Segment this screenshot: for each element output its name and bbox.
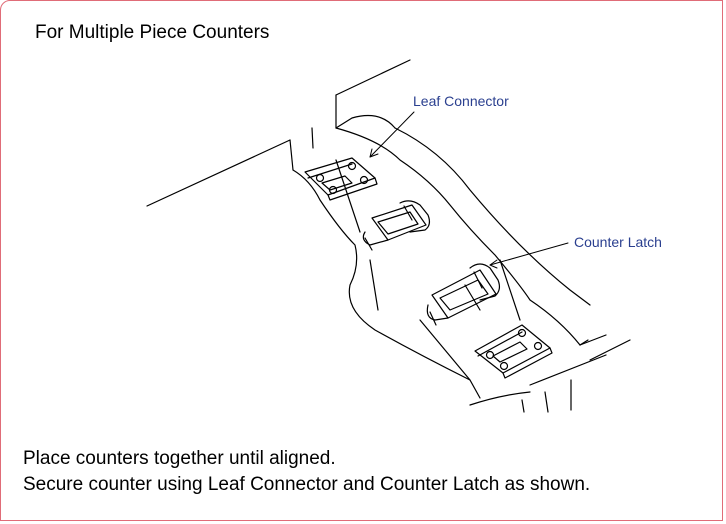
- instruction-line-2: Secure counter using Leaf Connector and …: [23, 474, 591, 495]
- joint-left-edge: [292, 169, 481, 399]
- counter-latch-label: Counter Latch: [574, 234, 662, 250]
- leaf-connector-label: Leaf Connector: [413, 93, 509, 109]
- upper-counter-corner: [335, 94, 396, 129]
- counter-latch-upper: [362, 200, 431, 251]
- counter-assembly-illustration: Leaf Connector Counter Latch: [146, 59, 662, 413]
- joint-crease-1: [335, 159, 361, 233]
- joint-crease-4: [499, 259, 521, 321]
- leaf-connector-top: [304, 157, 378, 201]
- joint-crease-2: [369, 259, 379, 311]
- upper-counter-edge: [335, 59, 411, 96]
- leaf-connector-bottom: [474, 324, 553, 379]
- right-side-edge: [579, 339, 589, 346]
- right-counter-edge: [394, 127, 591, 306]
- joint-crease-3: [419, 319, 471, 381]
- leaf-connector-leader: [369, 111, 415, 158]
- joint-right-edge: [335, 127, 581, 346]
- counter-latch-lower: [426, 263, 501, 326]
- left-counter-seam-2: [311, 127, 314, 149]
- left-counter-seam: [289, 139, 294, 171]
- right-counter-lower: [589, 339, 631, 361]
- right-counter-vert-3: [521, 399, 525, 413]
- left-counter-edge: [146, 139, 291, 207]
- right-counter-bottom: [579, 334, 607, 346]
- instructions: Place counters together until aligned. S…: [23, 446, 590, 498]
- right-counter-vert-2: [544, 391, 549, 413]
- right-counter-tail: [529, 354, 607, 386]
- counter-latch-leader: [489, 242, 569, 269]
- diagram-heading: For Multiple Piece Counters: [35, 22, 270, 43]
- bottom-edge: [469, 391, 531, 406]
- instruction-line-1: Place counters together until aligned.: [23, 448, 336, 469]
